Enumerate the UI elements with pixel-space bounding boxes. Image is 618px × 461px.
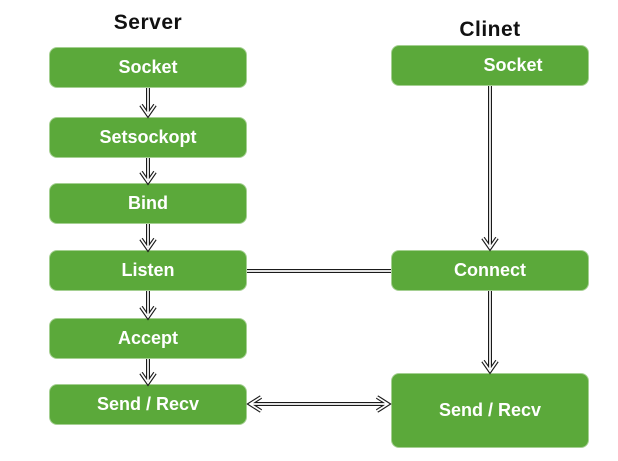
server-listen-label: Listen (121, 260, 175, 280)
server-bind-box: Bind (49, 183, 247, 224)
client-socket-label: Socket (483, 55, 543, 75)
arrow-bind-to-listen-icon (139, 224, 157, 253)
server-send-recv-label: Send / Recv (96, 394, 200, 414)
server-socket-box: Socket (49, 47, 247, 88)
client-socket-box: Socket (391, 45, 589, 86)
client-connect-label: Connect (454, 260, 526, 280)
arrow-socket-to-setsockopt-icon (139, 88, 157, 119)
server-accept-label: Accept (117, 328, 179, 348)
arrow-clientsocket-to-connect-icon (481, 86, 499, 252)
double-arrow-sendrecv-icon (246, 395, 392, 413)
arrow-listen-to-accept-icon (139, 291, 157, 321)
client-column-title: Clinet (459, 18, 521, 41)
server-bind-label: Bind (128, 193, 168, 213)
server-send-recv-box: Send / Recv (49, 384, 247, 425)
server-setsockopt-label: Setsockopt (99, 127, 197, 147)
server-setsockopt-box: Setsockopt (49, 117, 247, 158)
client-connect-box: Connect (391, 250, 589, 291)
server-accept-box: Accept (49, 318, 247, 359)
server-socket-label: Socket (118, 57, 178, 77)
client-send-recv-label: Send / Recv (438, 400, 542, 420)
arrow-setsockopt-to-bind-icon (139, 158, 157, 186)
server-listen-box: Listen (49, 250, 247, 291)
server-column-title: Server (113, 11, 183, 34)
arrow-accept-to-sendrecv-icon (139, 359, 157, 387)
arrow-connect-to-sendrecv-icon (481, 291, 499, 375)
client-send-recv-box: Send / Recv (391, 373, 589, 448)
